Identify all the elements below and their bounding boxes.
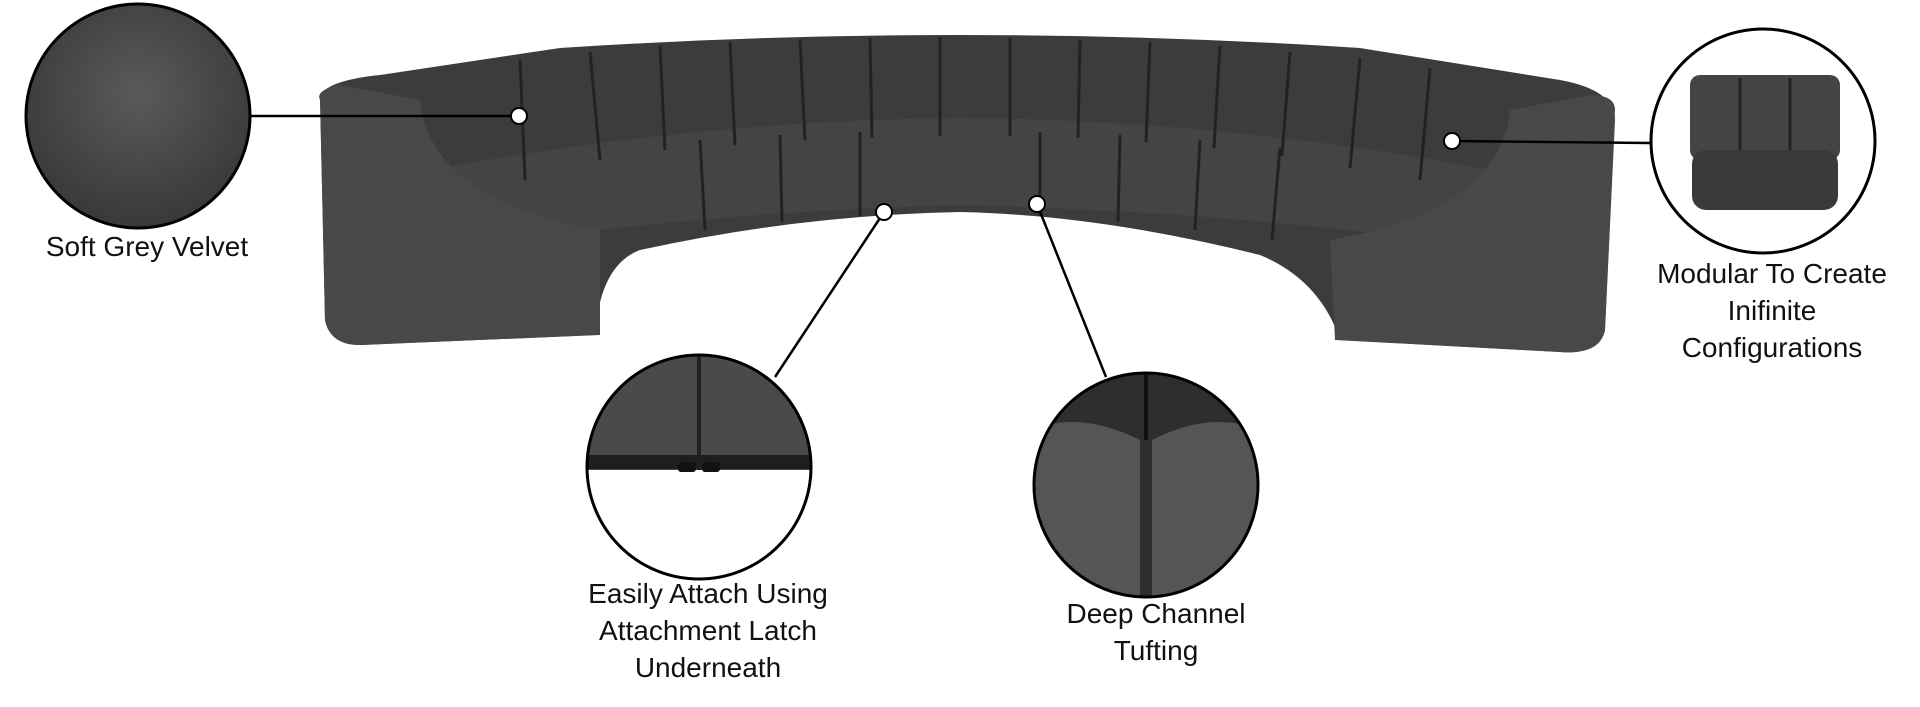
modular-label: Modular To Create Inifinite Configuratio…	[1657, 255, 1887, 366]
tufting-label-line: Tufting	[1113, 635, 1199, 666]
tufting-callout-dot	[1028, 195, 1046, 213]
latch-label-line: Underneath	[634, 652, 782, 683]
latch-detail-circle	[585, 353, 813, 581]
modular-label-line: Inifinite	[1727, 295, 1817, 326]
velvet-detail-circle	[24, 2, 252, 230]
tufting-detail-circle	[1032, 371, 1260, 599]
tufting-callout-line	[1035, 203, 1108, 378]
velvet-callout-dot	[510, 107, 528, 125]
tufting-label: Deep Channel Tufting	[1066, 595, 1245, 669]
latch-label-line: Easily Attach Using	[588, 578, 828, 609]
velvet-label-line: Soft Grey Velvet	[45, 231, 249, 262]
sectional-sofa-image	[319, 35, 1615, 353]
latch-label-line: Attachment Latch	[599, 615, 817, 646]
tufting-label-line: Deep Channel	[1066, 598, 1246, 629]
modular-label-line: Configurations	[1681, 332, 1863, 363]
velvet-label: Soft Grey Velvet	[46, 228, 248, 265]
latch-callout-dot	[875, 203, 893, 221]
modular-callout-dot	[1443, 132, 1461, 150]
modular-callout-line	[1451, 139, 1651, 145]
latch-callout-line	[773, 211, 886, 378]
modular-piece-circle	[1649, 27, 1877, 255]
modular-label-line: Modular To Create	[1657, 258, 1887, 289]
latch-label: Easily Attach Using Attachment Latch Und…	[588, 575, 828, 686]
